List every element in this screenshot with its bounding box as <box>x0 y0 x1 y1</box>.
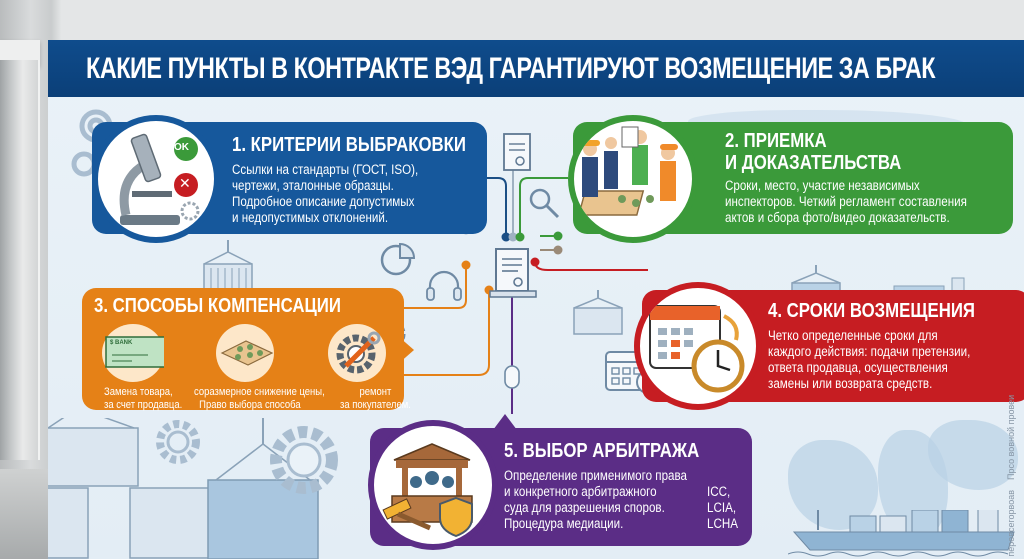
calendar-clock-badge <box>634 282 762 410</box>
card-body-line: Сроки, место, участие независимых <box>725 178 920 193</box>
microscope-icon <box>119 133 200 225</box>
card-body-line: и недопустимых отклонений. <box>232 210 389 225</box>
compensation-caption-price-reduction: соразмерное снижение цены, Право выбора … <box>194 386 325 411</box>
courthouse-gavel-icon <box>382 443 473 538</box>
card-title: 3. СПОСОБЫ КОМПЕНСАЦИИ <box>94 295 341 317</box>
card-body-line: и конкретного арбитражного <box>504 484 657 499</box>
card-body-line: Процедура медиации. <box>504 516 624 531</box>
org-lcha: LCHA <box>707 516 738 531</box>
card-compensation-methods: 3. СПОСОБЫ КОМПЕНСАЦИИ $ BANK <box>82 288 411 411</box>
headset-icon <box>426 270 462 301</box>
card-title: 1. КРИТЕРИИ ВЫБРАКОВКИ <box>232 134 467 156</box>
card-body-line: Определение применимого права <box>504 468 688 483</box>
window-frame <box>0 60 40 460</box>
card-title-line: 2. ПРИЕМКА <box>725 130 827 152</box>
floor <box>0 469 50 559</box>
bank-check-icon <box>105 336 164 368</box>
org-icc: ICC, <box>707 484 731 499</box>
world-map-americas <box>788 440 878 530</box>
card-body-line: чертежи, эталонные образцы. <box>232 178 394 193</box>
hanging-container-icon <box>573 290 623 335</box>
ok-badge: OK <box>174 142 189 153</box>
inspectors-icon <box>577 126 678 216</box>
card-title-line: И ДОКАЗАТЕЛЬСТВА <box>725 152 902 174</box>
card-pointer <box>398 336 414 364</box>
check-bank-label: $ BANK <box>110 340 133 346</box>
courthouse-badge <box>368 420 498 550</box>
world-map-asia <box>928 420 1018 490</box>
large-cargo-ship-icon <box>788 510 1015 557</box>
inspectors-badge <box>568 115 698 243</box>
card-body-line: каждого действия: подачи претензии, <box>768 344 971 359</box>
microscope-badge: OK ✕ <box>92 115 220 243</box>
card-body-line: ответа продавца, осуществления <box>768 360 948 375</box>
bank-check-badge: $ BANK <box>102 324 164 382</box>
page-title: КАКИЕ ПУНКТЫ В КОНТРАКТЕ ВЭД ГАРАНТИРУЮТ… <box>86 51 936 85</box>
card-body-line: Ссылки на стандарты (ГОСТ, ISO), <box>232 162 419 177</box>
card-title: 4. СРОКИ ВОЗМЕЩЕНИЯ <box>768 300 975 322</box>
card-body-line: инспекторов. Четкий регламент составлени… <box>725 194 967 209</box>
org-lcia: LCIA, <box>707 500 737 515</box>
pallet-badge <box>216 324 274 382</box>
document-stamp-icon <box>503 133 531 171</box>
pallet-icon <box>220 340 274 366</box>
infographic-poster: КАКИЕ ПУНКТЫ В КОНТРАКТЕ ВЭД ГАРАНТИРУЮТ… <box>48 40 1024 559</box>
repair-badge <box>328 324 386 382</box>
pie-chart-icon <box>380 242 416 276</box>
card-title: 5. ВЫБОР АРБИТРАЖА <box>504 440 700 462</box>
gear-wrench-icon <box>336 331 381 374</box>
magnifier-icon <box>529 188 560 219</box>
mouse-icon <box>504 365 520 389</box>
container-stack-icon <box>48 418 319 559</box>
card-body-line: актов и сбора фото/видео доказательств. <box>725 210 950 225</box>
card-body-line: Четко определенные сроки для <box>768 328 938 343</box>
calendar-clock-icon <box>649 305 745 393</box>
card-pointer <box>493 414 517 430</box>
contract-document-icon <box>489 248 537 298</box>
compensation-caption-replace: Замена товара, за счет продавца. <box>104 386 183 411</box>
page-header: КАКИЕ ПУНКТЫ В КОНТРАКТЕ ВЭД ГАРАНТИРУЮТ… <box>48 40 1024 97</box>
compensation-caption-repair: ремонт за покупателем. <box>340 386 411 411</box>
card-body-line: суда для разрешения споров. <box>504 500 665 515</box>
hanging-container-icon <box>203 240 253 293</box>
arbitration-institutions: ICC, LCIA, LCHA <box>707 484 738 532</box>
watermark: Бррела перевсегорвоав Прсо вовной провеи <box>1006 394 1016 559</box>
card-body-line: Подробное описание допустимых <box>232 194 415 209</box>
gear-icon <box>270 426 338 494</box>
reject-badge: ✕ <box>179 175 191 191</box>
card-body-line: замены или возврата средств. <box>768 376 933 391</box>
